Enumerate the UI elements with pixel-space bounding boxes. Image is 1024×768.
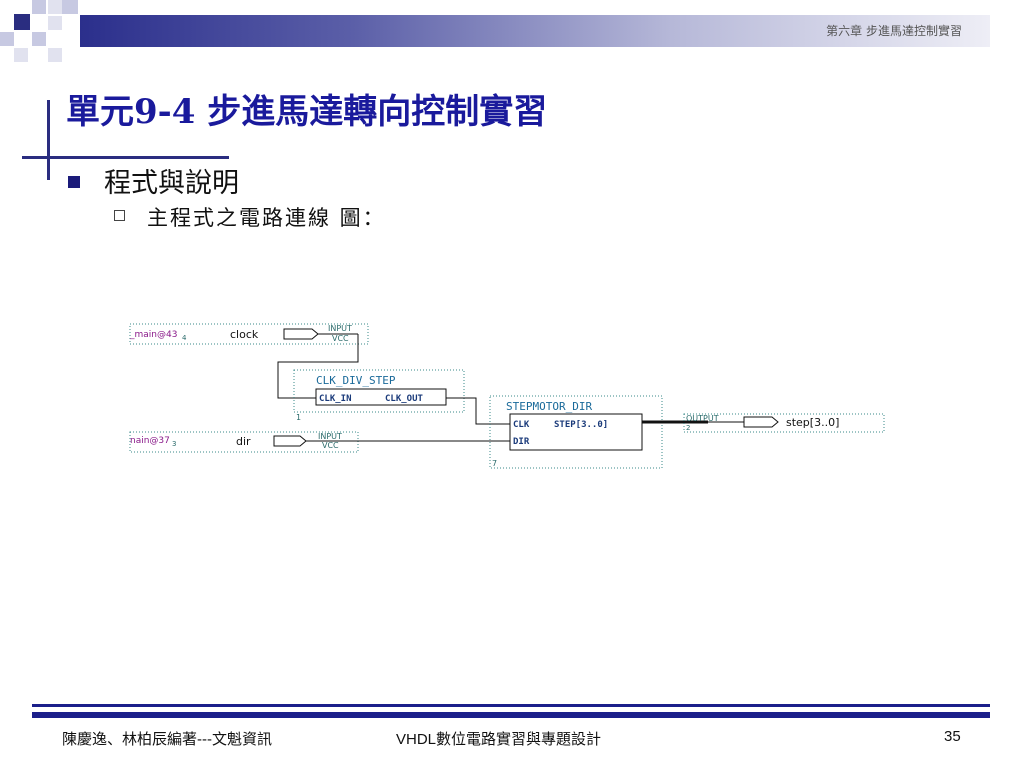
dir-pin-label: nain@37	[130, 436, 170, 446]
motor-block-title: STEPMOTOR_DIR	[506, 400, 592, 413]
motor-block-body	[509, 413, 643, 451]
motor-block-number: 7	[492, 459, 497, 468]
motor-dir-port: DIR	[513, 437, 530, 447]
clock-input-pin-symbol	[283, 328, 319, 340]
dir-input-tag: INPUT	[318, 432, 342, 441]
dir-vcc-tag: VCC	[322, 441, 339, 450]
dir-input-pin-symbol	[273, 435, 307, 447]
output-pin-symbol	[743, 416, 779, 428]
output-number: 2	[686, 424, 690, 432]
header-gradient-bar	[80, 15, 990, 47]
title-horizontal-rule	[22, 156, 229, 159]
circuit-diagram: _main@43 4 clock INPUT VCC CLK_DIV_STEP …	[129, 323, 885, 469]
output-signal-label: step[3..0]	[786, 416, 839, 429]
footer-rule-thick	[32, 712, 990, 718]
clock-input-tag: INPUT	[328, 324, 352, 333]
bullet-text-1: 程式與說明	[104, 168, 239, 199]
div-block-title: CLK_DIV_STEP	[316, 374, 396, 387]
motor-clk-port: CLK	[513, 420, 530, 430]
div-out-port: CLK_OUT	[385, 394, 424, 404]
dir-pin-number: 3	[172, 440, 176, 448]
clock-pin-label: _main@43	[129, 330, 177, 340]
footer-page-number: 35	[944, 728, 961, 745]
div-in-port: CLK_IN	[319, 394, 352, 404]
chapter-label: 第六章 步進馬達控制實習	[826, 24, 962, 38]
corner-decoration	[0, 0, 80, 64]
footer-rule-thin	[32, 704, 990, 707]
bullet-text-2: 主程式之電路連線 圖：	[147, 206, 386, 230]
slide-title: 單元9-4 步進馬達轉向控制實習	[66, 92, 548, 132]
div-block-body	[315, 388, 447, 406]
square-bullet-icon	[68, 176, 80, 188]
motor-step-port: STEP[3..0]	[554, 420, 608, 430]
div-block-frame	[293, 369, 465, 413]
hollow-square-bullet-icon	[114, 210, 125, 221]
motor-block-frame	[489, 395, 663, 469]
footer-book-title: VHDL數位電路實習與專題設計	[396, 731, 602, 748]
dir-signal-label: dir	[236, 435, 251, 448]
footer-authors: 陳慶逸、林柏辰編著---文魁資訊	[62, 731, 272, 748]
title-vertical-rule	[47, 100, 50, 180]
clock-signal-label: clock	[230, 328, 259, 341]
dir-input-frame	[129, 431, 359, 453]
clock-pin-number: 4	[182, 334, 187, 342]
output-tag: OUTPUT	[686, 414, 719, 423]
clock-vcc-tag: VCC	[332, 334, 349, 343]
output-frame	[683, 413, 885, 433]
div-block-number: 1	[296, 413, 301, 422]
